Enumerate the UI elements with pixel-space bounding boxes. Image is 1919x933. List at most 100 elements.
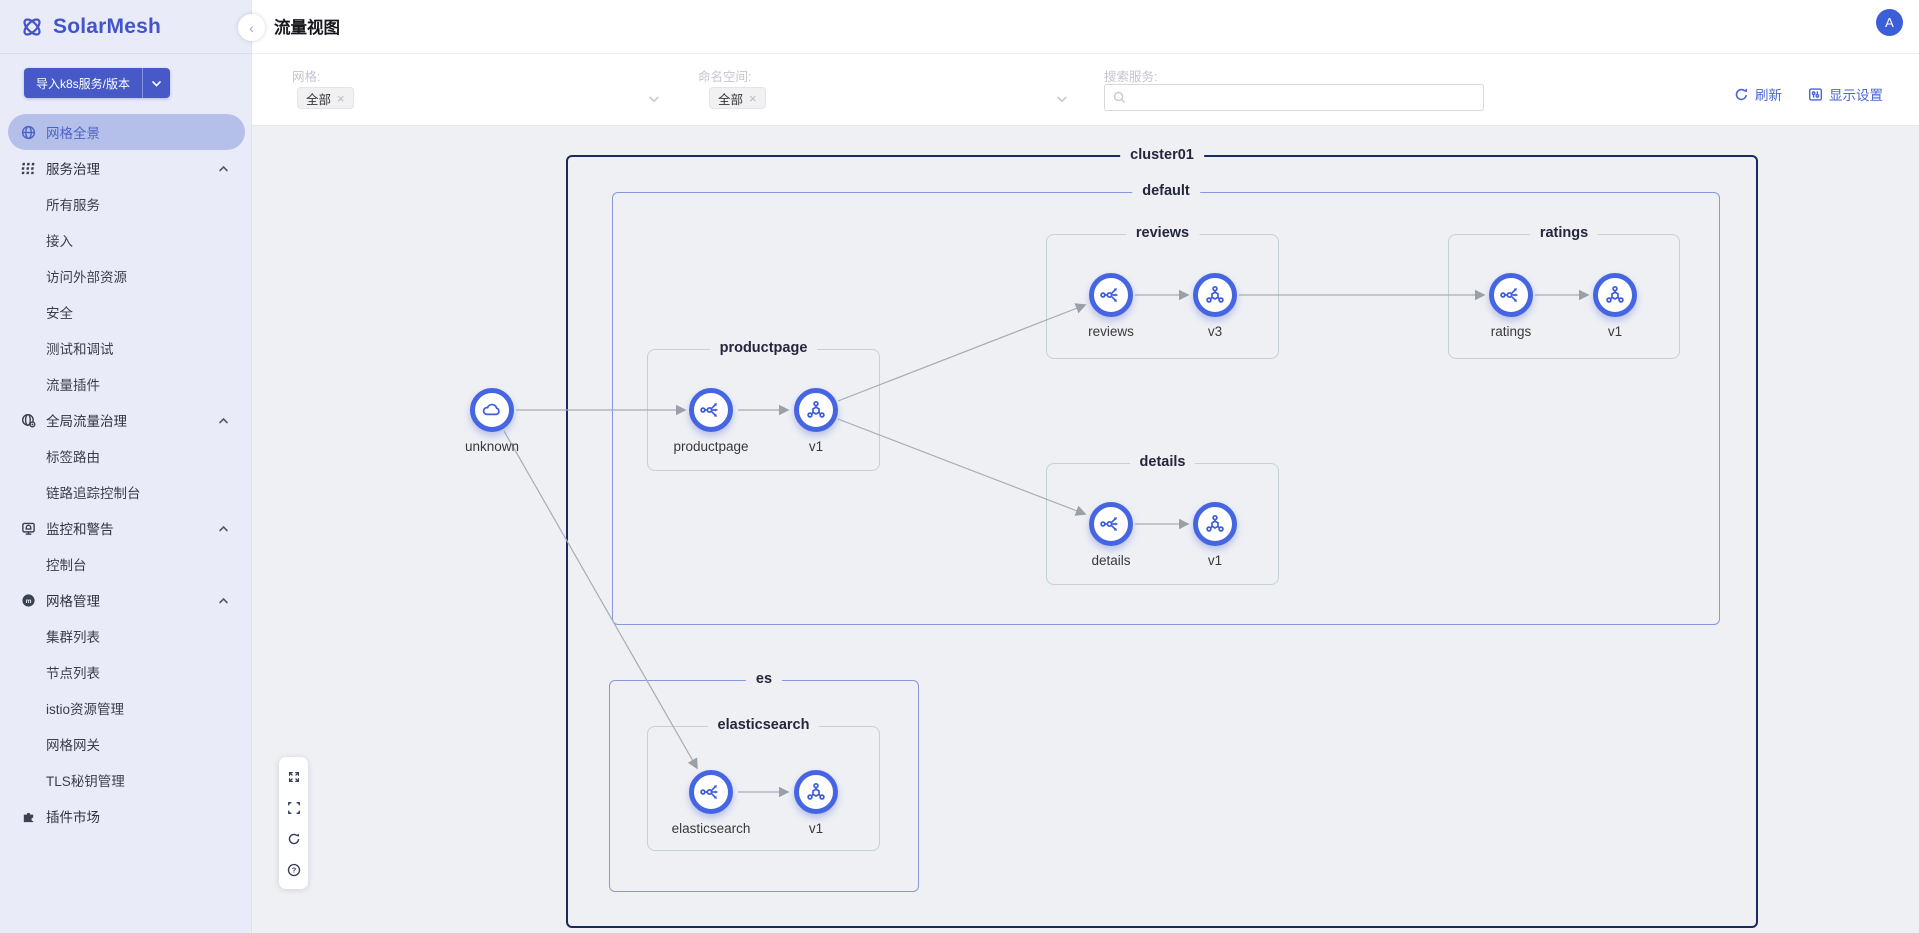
sidebar-menu: 网格全景 服务治理 所有服务 接入 访问外部资源 安全 测试和调试 流量插件 全… bbox=[0, 108, 251, 834]
refresh-label: 刷新 bbox=[1755, 88, 1782, 103]
chevron-up-icon[interactable] bbox=[218, 523, 229, 534]
import-dropdown-caret[interactable] bbox=[142, 68, 170, 98]
sidebar-item-plugin-market[interactable]: 插件市场 bbox=[0, 798, 251, 834]
service-icon bbox=[1099, 512, 1123, 536]
reset-layout-button[interactable] bbox=[279, 823, 308, 854]
node-unknown[interactable] bbox=[470, 388, 514, 432]
search-icon bbox=[1113, 91, 1127, 105]
namespace-tag-close-icon[interactable]: × bbox=[749, 90, 757, 106]
node-elasticsearch[interactable] bbox=[689, 770, 733, 814]
service-icon bbox=[699, 780, 723, 804]
node-reviews[interactable] bbox=[1089, 273, 1133, 317]
sidebar-item-istio-resources[interactable]: istio资源管理 bbox=[0, 690, 251, 726]
node-details[interactable] bbox=[1089, 502, 1133, 546]
version-icon bbox=[1203, 283, 1227, 307]
search-service-box[interactable] bbox=[1104, 84, 1484, 111]
node-ratings-v1[interactable] bbox=[1593, 273, 1637, 317]
refresh-button[interactable]: 刷新 bbox=[1734, 84, 1782, 104]
namespace-box-default: default bbox=[612, 183, 1720, 625]
service-icon bbox=[1099, 283, 1123, 307]
help-icon bbox=[287, 863, 300, 876]
chevron-down-icon[interactable] bbox=[1056, 93, 1068, 105]
node-reviews-v3[interactable] bbox=[1193, 273, 1237, 317]
avatar[interactable]: A bbox=[1876, 9, 1903, 36]
fullscreen-button[interactable] bbox=[279, 792, 308, 823]
globe-gear-icon bbox=[21, 413, 36, 428]
node-label: v1 bbox=[808, 821, 824, 836]
node-label: productpage bbox=[673, 439, 749, 454]
sidebar-item-console[interactable]: 控制台 bbox=[0, 546, 251, 582]
chevron-up-icon[interactable] bbox=[218, 163, 229, 174]
sidebar-item-mesh-gateway[interactable]: 网格网关 bbox=[0, 726, 251, 762]
sidebar-item-mesh-overview[interactable]: 网格全景 bbox=[8, 114, 245, 150]
refresh-icon bbox=[1734, 87, 1749, 102]
sidebar-item-tls-secrets[interactable]: TLS秘钥管理 bbox=[0, 762, 251, 798]
sidebar-item-all-services[interactable]: 所有服务 bbox=[0, 186, 251, 222]
mesh-tag-close-icon[interactable]: × bbox=[337, 90, 345, 106]
sidebar-item-cluster-list[interactable]: 集群列表 bbox=[0, 618, 251, 654]
chevron-up-icon[interactable] bbox=[218, 595, 229, 606]
node-productpage-v1[interactable] bbox=[794, 388, 838, 432]
filter-bar: 网格: 全部 × 命名空间: 全部 × 搜索服务: bbox=[252, 54, 1919, 126]
group-box-elasticsearch: elasticsearch bbox=[647, 717, 880, 851]
sidebar-item-node-list[interactable]: 节点列表 bbox=[0, 654, 251, 690]
sidebar: SolarMesh 导入k8s服务/版本 网格全景 服务治理 所有服务 接入 访… bbox=[0, 0, 252, 933]
logo: SolarMesh bbox=[0, 0, 251, 54]
monitor-bell-icon bbox=[21, 521, 36, 536]
sidebar-item-label-routing[interactable]: 标签路由 bbox=[0, 438, 251, 474]
node-label: v1 bbox=[808, 439, 824, 454]
node-ratings[interactable] bbox=[1489, 273, 1533, 317]
sidebar-item-tracing-console[interactable]: 链路追踪控制台 bbox=[0, 474, 251, 510]
chevron-down-icon[interactable] bbox=[648, 93, 660, 105]
traffic-graph-canvas[interactable]: cluster01 default es productpage reviews… bbox=[252, 126, 1919, 933]
search-service-input[interactable] bbox=[1133, 90, 1475, 105]
sidebar-item-traffic-plugins[interactable]: 流量插件 bbox=[0, 366, 251, 402]
node-elasticsearch-v1[interactable] bbox=[794, 770, 838, 814]
main-content: ‹ 流量视图 A 网格: 全部 × 命名空间: 全部 × 搜索服务: bbox=[238, 0, 1919, 933]
import-k8s-button[interactable]: 导入k8s服务/版本 bbox=[24, 68, 171, 98]
chevron-up-icon[interactable] bbox=[218, 415, 229, 426]
sidebar-item-label: 所有服务 bbox=[46, 198, 100, 213]
expand-arrows-icon bbox=[288, 771, 299, 782]
sidebar-item-label: 控制台 bbox=[46, 558, 87, 573]
namespace-box-es: es bbox=[609, 671, 919, 892]
mesh-selected-tag[interactable]: 全部 × bbox=[297, 87, 354, 109]
sidebar-item-access[interactable]: 接入 bbox=[0, 222, 251, 258]
sidebar-item-label: TLS秘钥管理 bbox=[46, 774, 125, 789]
fit-view-button[interactable] bbox=[279, 761, 308, 792]
sidebar-item-label: 节点列表 bbox=[46, 666, 100, 681]
version-icon bbox=[1603, 283, 1627, 307]
sidebar-item-label: 集群列表 bbox=[46, 630, 100, 645]
sidebar-item-external-resources[interactable]: 访问外部资源 bbox=[0, 258, 251, 294]
top-bar: ‹ 流量视图 A bbox=[238, 0, 1919, 54]
node-label: v1 bbox=[1607, 324, 1623, 339]
namespace-label: default bbox=[1132, 183, 1200, 199]
namespace-tag-label: 全部 bbox=[718, 92, 744, 107]
sidebar-group-service-governance[interactable]: 服务治理 bbox=[0, 150, 251, 186]
node-details-v1[interactable] bbox=[1193, 502, 1237, 546]
help-button[interactable] bbox=[279, 854, 308, 885]
group-box-ratings: ratings bbox=[1448, 225, 1680, 359]
sidebar-item-security[interactable]: 安全 bbox=[0, 294, 251, 330]
group-box-reviews: reviews bbox=[1046, 225, 1279, 359]
import-k8s-label[interactable]: 导入k8s服务/版本 bbox=[36, 76, 131, 91]
group-label: reviews bbox=[1125, 225, 1200, 241]
namespace-label: es bbox=[745, 671, 783, 687]
sidebar-collapse-button[interactable]: ‹ bbox=[238, 14, 265, 41]
sidebar-item-test-debug[interactable]: 测试和调试 bbox=[0, 330, 251, 366]
service-icon bbox=[699, 398, 723, 422]
sidebar-group-label: 网格管理 bbox=[46, 594, 100, 609]
node-productpage[interactable] bbox=[689, 388, 733, 432]
graph-toolbar bbox=[279, 757, 308, 889]
namespace-selected-tag[interactable]: 全部 × bbox=[709, 87, 766, 109]
reset-icon bbox=[288, 832, 300, 844]
sidebar-item-label: 插件市场 bbox=[46, 810, 100, 825]
sidebar-group-mesh-management[interactable]: 网格管理 bbox=[0, 582, 251, 618]
version-icon bbox=[1203, 512, 1227, 536]
sidebar-group-label: 全局流量治理 bbox=[46, 414, 127, 429]
sidebar-group-monitor-alert[interactable]: 监控和警告 bbox=[0, 510, 251, 546]
display-settings-button[interactable]: 显示设置 bbox=[1808, 84, 1883, 104]
sidebar-item-label: 标签路由 bbox=[46, 450, 100, 465]
sidebar-group-global-traffic[interactable]: 全局流量治理 bbox=[0, 402, 251, 438]
